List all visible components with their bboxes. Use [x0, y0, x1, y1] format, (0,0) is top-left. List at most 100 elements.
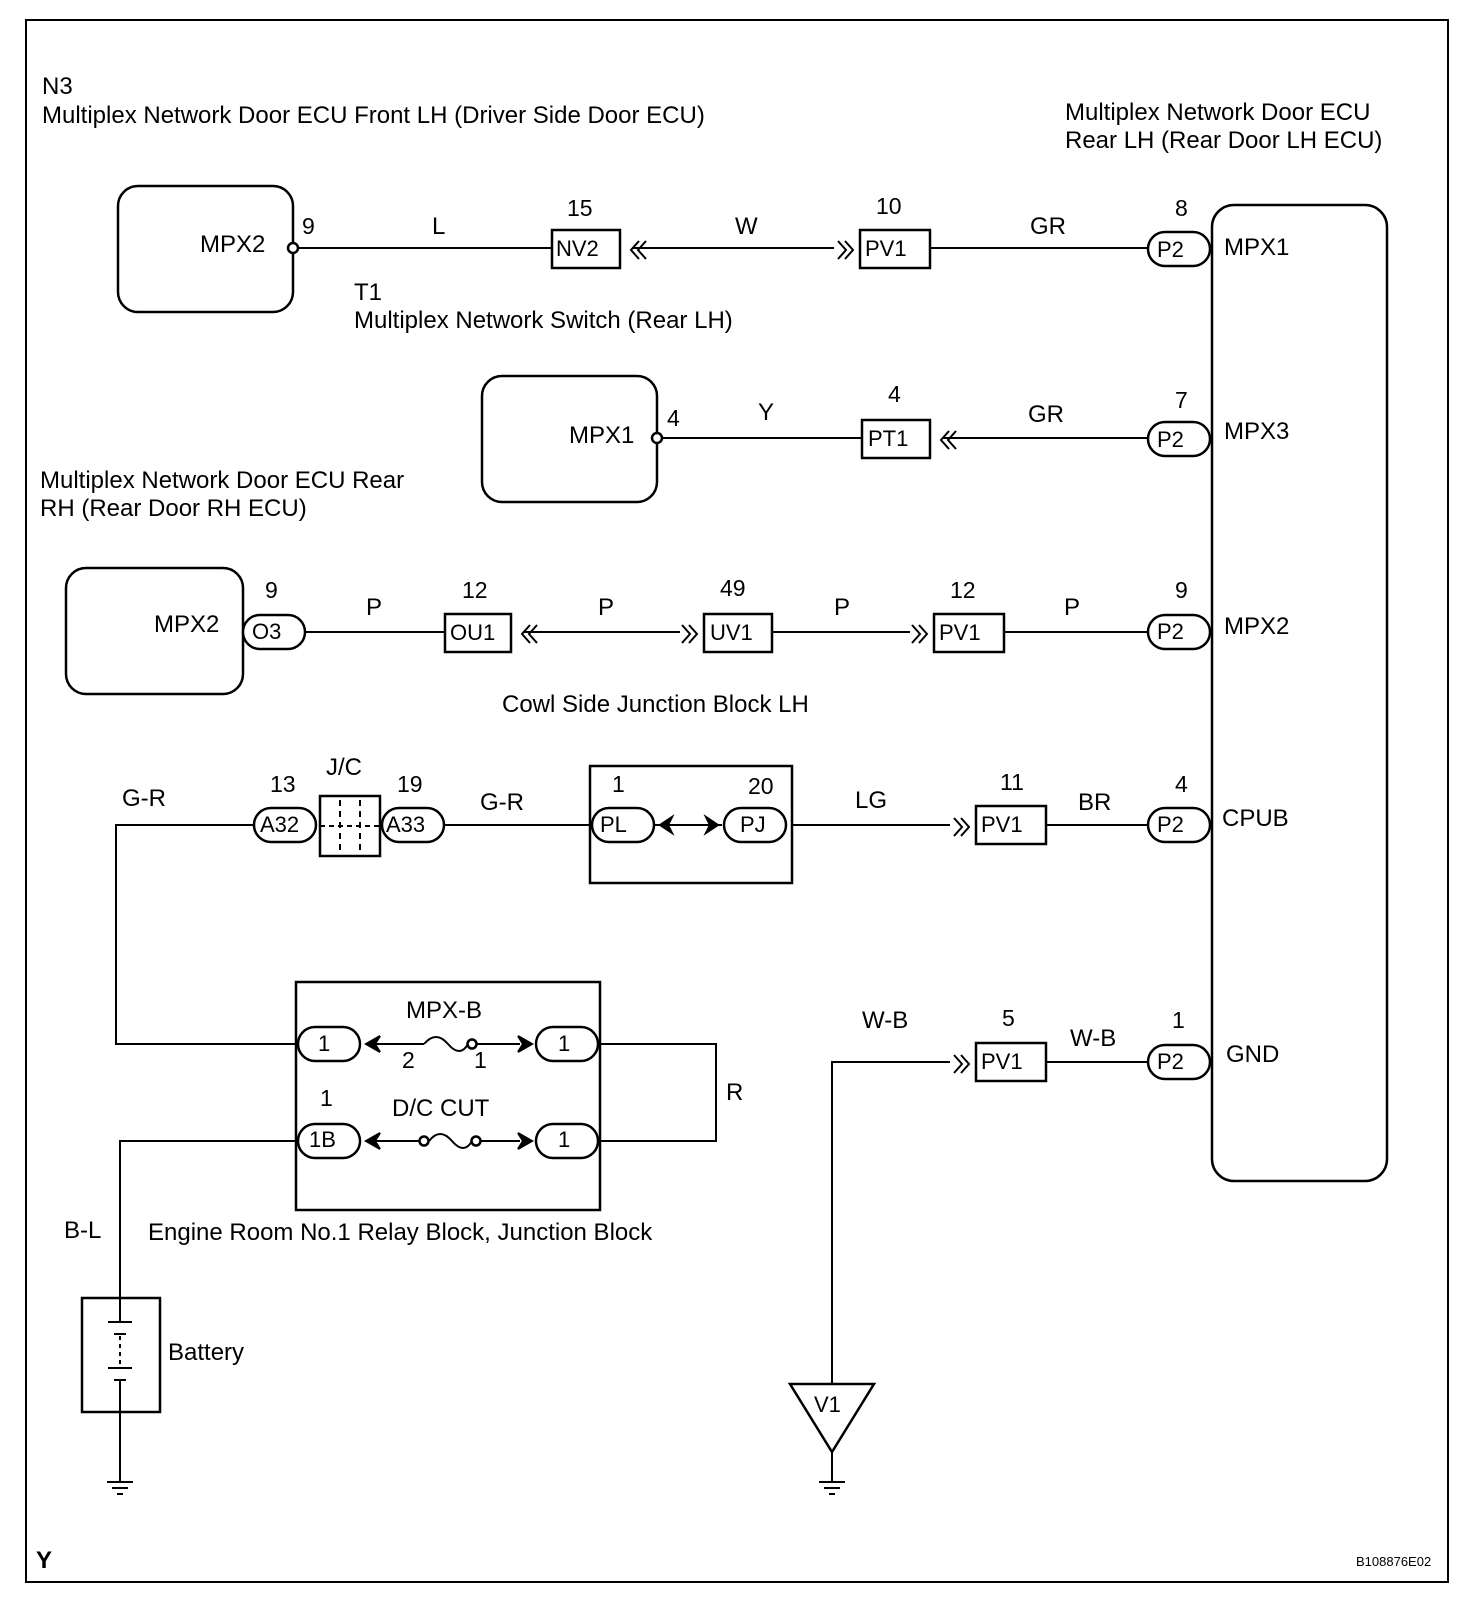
mpxb-fuse-end-circle [466, 1038, 478, 1050]
ground-point-v1 [787, 1382, 877, 1455]
n3-terminal-mpx2: MPX2 [200, 231, 265, 258]
uv1-pin-number: 49 [720, 575, 746, 601]
mpxb-left-arrow [363, 1035, 381, 1053]
wire-label-y: Y [758, 399, 774, 426]
connector-pv1-row3 [932, 612, 1006, 654]
wire-label-gr-row2: GR [1028, 401, 1064, 428]
mpxb-left-terminal-label: 1 [318, 1031, 330, 1056]
p2-gnd-pin-number: 1 [1172, 1007, 1185, 1033]
wire-label-p-4: P [1064, 594, 1080, 621]
mpxb-left-terminal [296, 1025, 362, 1063]
uv1-mate-chevron [681, 624, 698, 644]
pv1-gnd-mate-chevron [953, 1054, 970, 1074]
mpxb-fuse-name: MPX-B [406, 997, 482, 1024]
connector-pv1-row3-label: PV1 [939, 620, 981, 645]
connector-pj-label: PJ [740, 812, 766, 837]
mpxb-fuse [423, 1036, 469, 1052]
pv1-row3-mate-chevron [911, 624, 928, 644]
p2-mpx1-pin-number: 8 [1175, 195, 1188, 221]
mpxb-right-arrow [517, 1035, 535, 1053]
rear-lh-ecu-name-line2: Rear LH (Rear Door LH ECU) [1065, 127, 1382, 154]
connector-nv2 [550, 228, 622, 270]
connector-p2-mpx2 [1146, 613, 1212, 651]
wire-label-g-r-mid: G-R [480, 789, 524, 816]
wire-label-r: R [726, 1079, 743, 1106]
mpxb-fuse-pin-right: 1 [474, 1047, 487, 1073]
t1-pin-number: 4 [667, 405, 680, 431]
rear-lh-terminal-cpub: CPUB [1222, 805, 1289, 832]
ground-point-v1-label: V1 [814, 1392, 841, 1417]
cowl-junction-block-label: Cowl Side Junction Block LH [502, 691, 809, 718]
connector-pv1-row4 [974, 804, 1048, 846]
connector-p2-mpx1 [1146, 230, 1212, 268]
dccut-1b-pin-number: 1 [320, 1085, 333, 1111]
connector-pl-label: PL [600, 812, 627, 837]
connector-ou1-label: OU1 [450, 620, 495, 645]
t1-component-name: Multiplex Network Switch (Rear LH) [354, 307, 733, 334]
connector-p2-mpx2-label: P2 [1157, 619, 1184, 644]
wire-label-w-b-right: W-B [1070, 1025, 1116, 1052]
v1-ground-symbol [818, 1481, 846, 1495]
battery-ground-symbol [106, 1481, 134, 1495]
engine-room-block-label: Engine Room No.1 Relay Block, Junction B… [148, 1219, 653, 1246]
p2-cpub-pin-number: 4 [1175, 771, 1188, 797]
connector-p2-gnd-label: P2 [1157, 1049, 1184, 1074]
connector-p2-cpub [1146, 806, 1212, 844]
rear-rh-ecu-name-line2: RH (Rear Door RH ECU) [40, 495, 307, 522]
wire-label-l: L [432, 213, 445, 240]
p2-mpx3-pin-number: 7 [1175, 387, 1188, 413]
t1-pin-circle [650, 431, 664, 445]
wire-r-loop [598, 1043, 717, 1142]
wire-label-w-b-left: W-B [862, 1007, 908, 1034]
connector-p2-mpx3 [1146, 420, 1212, 458]
mpxb-right-terminal-label: 1 [558, 1031, 570, 1056]
pl-mate-arrow [658, 814, 675, 836]
wire-label-g-r-left: G-R [122, 785, 166, 812]
nv2-mate-chevron [630, 240, 647, 260]
wire-b-l [119, 1140, 298, 1298]
pt1-mate-chevron [940, 430, 957, 450]
connector-ou1 [443, 612, 513, 654]
connector-pv1-row4-label: PV1 [981, 812, 1023, 837]
pv1-row1-pin-number: 10 [876, 193, 902, 219]
wire-label-br: BR [1078, 789, 1111, 816]
connector-o3-label: O3 [252, 619, 281, 644]
rear-lh-terminal-mpx3: MPX3 [1224, 418, 1289, 445]
connector-uv1-label: UV1 [710, 620, 753, 645]
dccut-fuse-end-circle [470, 1135, 482, 1147]
dccut-right-arrow [517, 1132, 535, 1150]
dccut-fuse [428, 1133, 473, 1149]
pt1-pin-number: 4 [888, 381, 901, 407]
rear-rh-terminal-mpx2: MPX2 [154, 611, 219, 638]
rear-lh-terminal-mpx1: MPX1 [1224, 234, 1289, 261]
connector-pv1-row1 [858, 228, 932, 270]
n3-pin-number: 9 [302, 213, 315, 239]
ou1-pin-number: 12 [462, 577, 488, 603]
engine-room-relay-block-box [294, 980, 602, 1212]
connector-p2-mpx1-label: P2 [1157, 237, 1184, 262]
wire-w-b-left [831, 1061, 950, 1384]
n3-component-name: Multiplex Network Door ECU Front LH (Dri… [42, 102, 705, 129]
pv1-row3-pin-number: 12 [950, 577, 976, 603]
pj-pin-number: 20 [748, 773, 774, 799]
corner-mark: Y [36, 1547, 52, 1574]
n3-code: N3 [42, 73, 73, 100]
t1-terminal-mpx1: MPX1 [569, 422, 634, 449]
figure-id: B108876E02 [1356, 1554, 1431, 1569]
connector-1b-label: 1B [309, 1127, 336, 1152]
connector-nv2-label: NV2 [556, 236, 599, 261]
rear-rh-ecu-name-line1: Multiplex Network Door ECU Rear [40, 467, 404, 494]
pv1-row4-pin-number: 11 [1000, 769, 1024, 795]
connector-pv1-gnd-label: PV1 [981, 1049, 1023, 1074]
a33-pin-number: 19 [397, 771, 423, 797]
battery-label: Battery [168, 1339, 244, 1366]
dccut-fuse-name: D/C CUT [392, 1095, 490, 1122]
n3-pin-circle [286, 241, 300, 255]
pv1-row1-mate-chevron [837, 240, 854, 260]
mpxb-fuse-pin-left: 2 [402, 1047, 415, 1073]
pv1-gnd-pin-number: 5 [1002, 1005, 1015, 1031]
connector-uv1 [702, 612, 774, 654]
connector-pt1 [860, 418, 932, 460]
dccut-right-terminal-label: 1 [558, 1127, 570, 1152]
